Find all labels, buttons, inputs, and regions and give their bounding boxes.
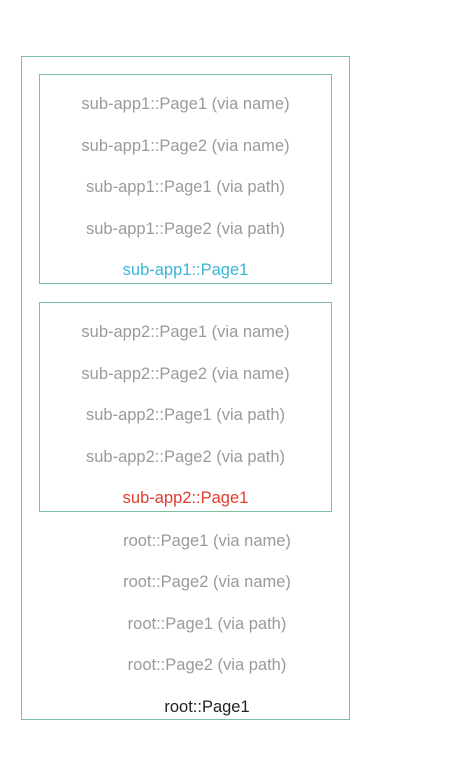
root-app-container bbox=[21, 56, 350, 720]
sub-app2-page2-via-name-link[interactable]: sub-app2::Page2 (via name) bbox=[81, 365, 290, 383]
sub-app1-page2-via-name-link[interactable]: sub-app1::Page2 (via name) bbox=[81, 137, 290, 155]
sub-app2-container bbox=[39, 302, 332, 512]
root-page1-via-name-link[interactable]: root::Page1 (via name) bbox=[123, 532, 291, 550]
sub-app2-current-page: sub-app2::Page1 bbox=[122, 489, 249, 507]
root-page1-via-path-link[interactable]: root::Page1 (via path) bbox=[127, 615, 287, 633]
sub-app2-page2-via-path-link[interactable]: sub-app2::Page2 (via path) bbox=[85, 448, 286, 466]
sub-app2-page1-via-path-link[interactable]: sub-app2::Page1 (via path) bbox=[85, 406, 286, 424]
sub-app1-page1-via-name-link[interactable]: sub-app1::Page1 (via name) bbox=[81, 95, 290, 113]
sub-app1-container bbox=[39, 74, 332, 284]
root-page2-via-path-link[interactable]: root::Page2 (via path) bbox=[127, 656, 287, 674]
sub-app1-page1-via-path-link[interactable]: sub-app1::Page1 (via path) bbox=[85, 178, 286, 196]
root-page2-via-name-link[interactable]: root::Page2 (via name) bbox=[123, 573, 291, 591]
root-current-page: root::Page1 bbox=[164, 698, 250, 716]
sub-app1-page2-via-path-link[interactable]: sub-app1::Page2 (via path) bbox=[85, 220, 286, 238]
sub-app2-page1-via-name-link[interactable]: sub-app2::Page1 (via name) bbox=[81, 323, 290, 341]
sub-app1-current-page: sub-app1::Page1 bbox=[122, 261, 249, 279]
